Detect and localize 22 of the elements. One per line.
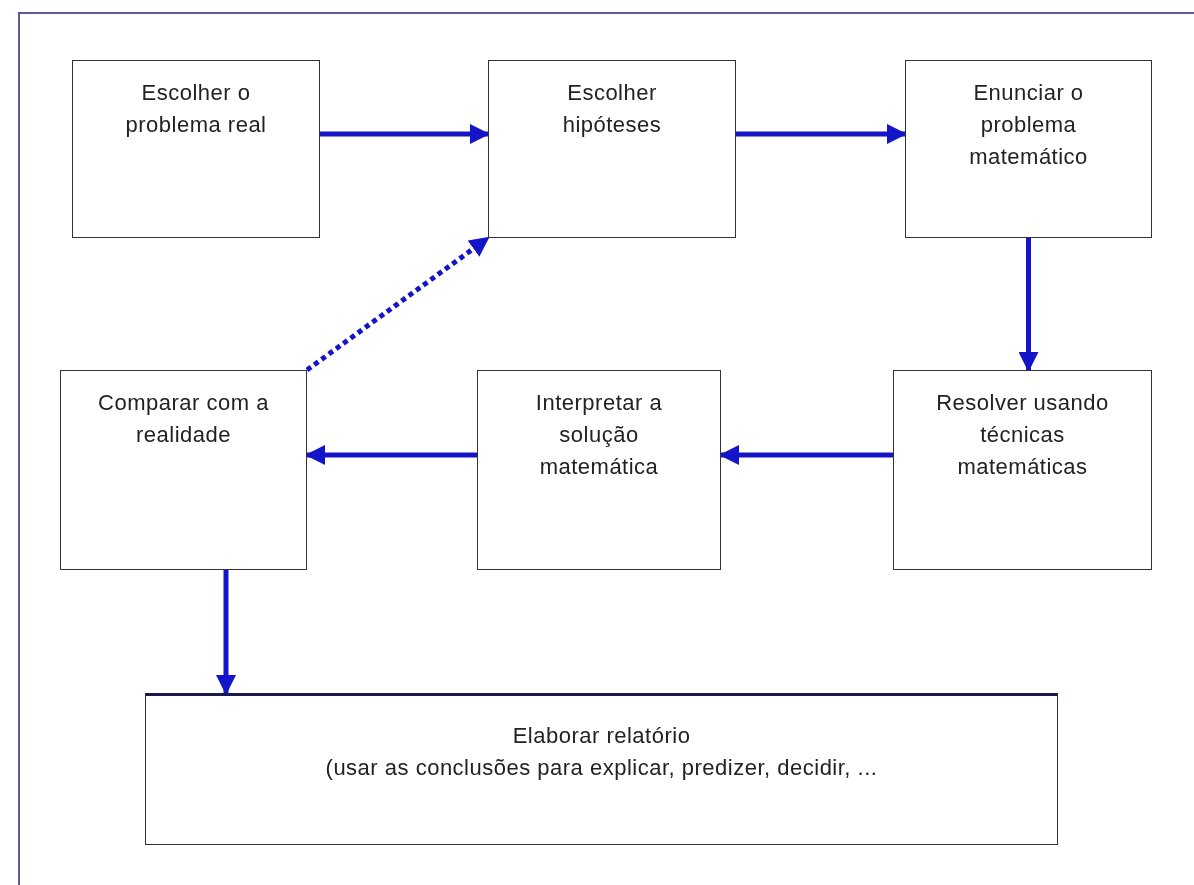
box-title: Escolher hipóteses xyxy=(561,79,663,139)
process-box xyxy=(145,693,1058,845)
arrow xyxy=(305,445,477,465)
process-box xyxy=(893,370,1152,570)
process-box xyxy=(488,60,736,238)
arrow xyxy=(216,570,236,695)
process-box xyxy=(60,370,307,570)
arrow xyxy=(736,124,907,144)
box-note: (usar as conclusões para explicar, predizer, decidir, ... xyxy=(325,754,878,782)
box-title: Comparar com a realidade xyxy=(97,389,270,449)
arrow xyxy=(719,445,893,465)
arrow xyxy=(305,236,490,372)
process-box xyxy=(72,60,320,238)
arrow xyxy=(1018,238,1039,372)
process-box xyxy=(477,370,721,570)
box-title: Elaborar relatório xyxy=(512,722,691,750)
box-title: Enunciar o problema matemático xyxy=(968,79,1089,171)
box-title: Resolver usando técnicas matemáticas xyxy=(935,389,1110,481)
box-title: Interpretar a solução matemática xyxy=(534,389,664,481)
box-title: Escolher o problema real xyxy=(124,79,268,139)
process-box xyxy=(905,60,1152,238)
arrow xyxy=(320,124,490,144)
